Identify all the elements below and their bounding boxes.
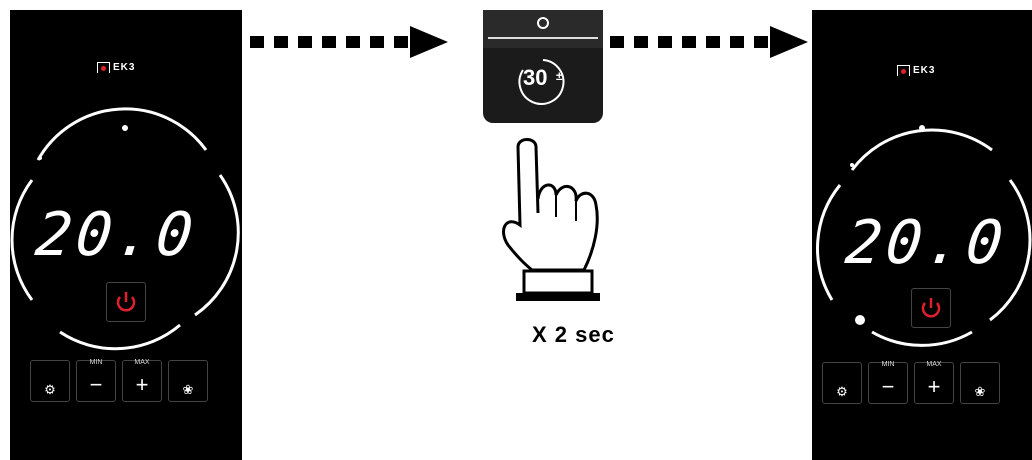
fan-icon: ❀ (169, 378, 207, 402)
plus-icon: + (915, 375, 953, 399)
power-button[interactable] (106, 282, 146, 322)
timer-button-closeup[interactable]: 30 ± (483, 10, 603, 123)
minus-icon: − (77, 373, 115, 397)
brand-logo: EK3 (97, 62, 135, 73)
increase-button[interactable]: MAX + (122, 360, 162, 402)
pointing-hand-icon (496, 135, 616, 305)
thermostat-panel-before: EK3 20.0 ⚙ MIN − MAX + ❀ (10, 10, 242, 460)
brand-logo: EK3 (897, 65, 935, 76)
fan-button[interactable]: ❀ (168, 360, 208, 402)
temperature-display: 20.0 (842, 208, 1010, 278)
increase-button[interactable]: MAX + (914, 362, 954, 404)
mode-icon: ⚙ (31, 378, 69, 402)
dotted-arrow-right-2 (610, 22, 810, 62)
temperature-display: 20.0 (32, 200, 200, 270)
control-buttons: ⚙ MIN − MAX + ❀ (30, 360, 208, 402)
power-icon (107, 283, 145, 321)
decrease-button[interactable]: MIN − (76, 360, 116, 402)
press-duration-label: X 2 sec (532, 322, 615, 348)
power-icon (912, 289, 950, 327)
fan-icon: ❀ (961, 380, 999, 404)
control-buttons: ⚙ MIN − MAX + ❀ (822, 362, 1000, 404)
minus-icon: − (869, 375, 907, 399)
plus-icon: + (123, 373, 161, 397)
decrease-button[interactable]: MIN − (868, 362, 908, 404)
thermostat-panel-after: EK3 20.0 ⚙ MIN − MAX + ❀ (812, 10, 1032, 460)
mode-icon: ⚙ (823, 380, 861, 404)
timer-value: 30 (523, 65, 547, 91)
timer-plusminus: ± (556, 69, 563, 83)
dotted-arrow-right (250, 22, 450, 62)
fan-button[interactable]: ❀ (960, 362, 1000, 404)
mode-button[interactable]: ⚙ (822, 362, 862, 404)
mode-button[interactable]: ⚙ (30, 360, 70, 402)
power-button[interactable] (911, 288, 951, 328)
